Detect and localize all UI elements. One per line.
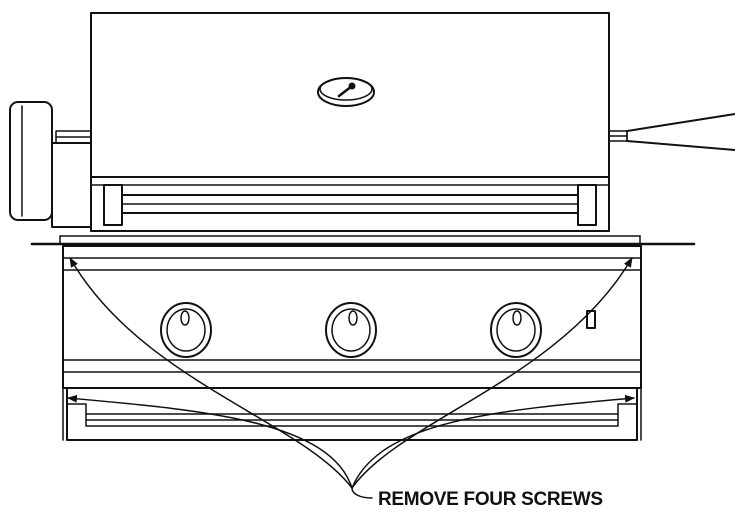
arrow-screw-bottom-right [351,394,635,489]
grill-hood [90,12,610,178]
hood-handle [90,176,610,232]
arrow-screw-bottom-left [67,394,353,489]
handle-bracket-right [577,184,597,226]
arrow-screw-top-left [69,257,353,489]
control-panel [62,245,642,389]
burner-knob-left [160,302,212,358]
drip-tray [62,387,642,441]
callout-label: REMOVE FOUR SCREWS [378,489,603,510]
hood-panel [90,12,610,178]
arrow-screw-top-right [351,257,633,489]
thermometer-icon [317,77,375,107]
burner-knob-right [490,302,542,358]
screw-callout-arrows [67,257,635,499]
rotisserie-motor [9,101,92,228]
burner-knob-center [325,302,377,358]
rotisserie-spit [608,113,735,151]
handle-bracket-left [103,184,123,226]
countertop [30,235,696,246]
